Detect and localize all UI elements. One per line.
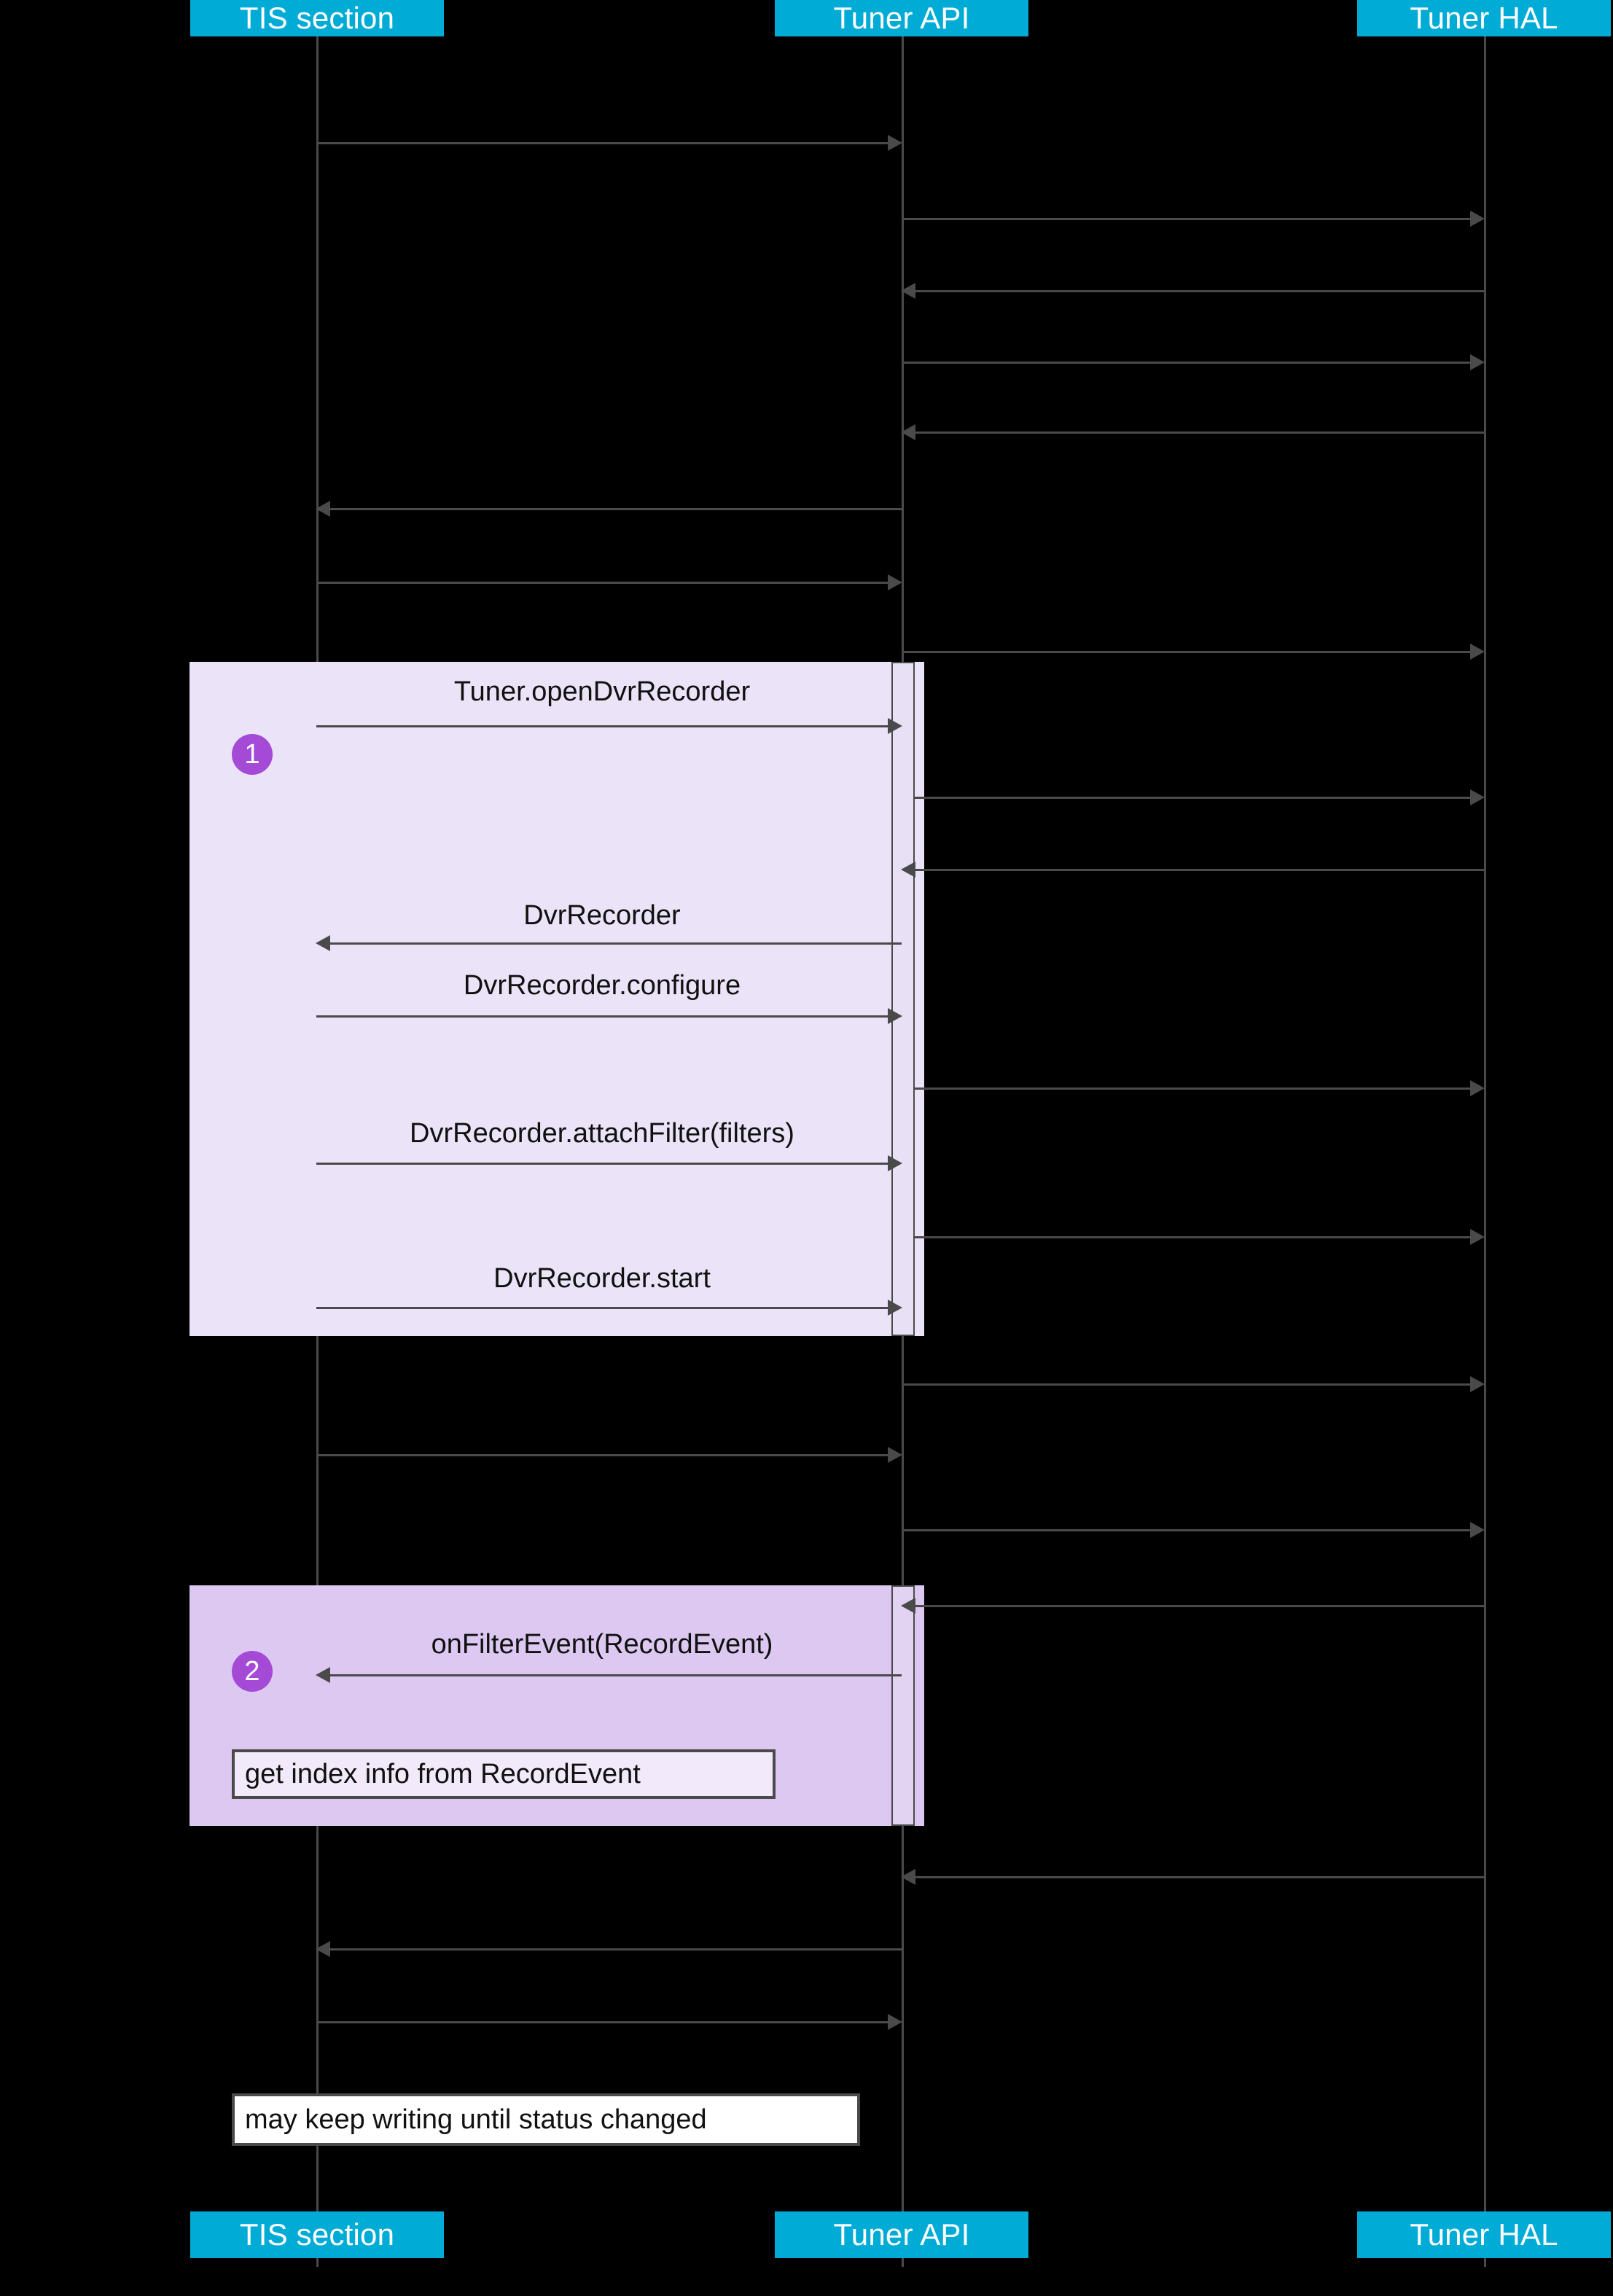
message-line-m10 <box>915 797 1470 799</box>
message-arrowhead-m15 <box>888 1155 902 1171</box>
message-line-m11 <box>915 869 1484 871</box>
message-arrowhead-m17 <box>888 1300 902 1316</box>
group-badge-2: 2 <box>232 1651 273 1692</box>
participant-footer-tis-section[interactable]: TIS section <box>190 2211 444 2258</box>
message-arrowhead-m25 <box>888 2014 902 2030</box>
message-label-m17: DvrRecorder.start <box>493 1263 711 1294</box>
message-arrowhead-m16 <box>1470 1229 1485 1245</box>
participant-footer-tuner-hal[interactable]: Tuner HAL <box>1357 2211 1611 2258</box>
message-line-m16 <box>915 1236 1470 1238</box>
message-arrowhead-m21 <box>901 1598 915 1614</box>
message-line-m19 <box>316 1454 888 1456</box>
message-line-m01 <box>316 142 888 144</box>
message-line-m24 <box>330 1948 902 1951</box>
message-line-m13 <box>316 1015 888 1018</box>
group-fragment-1 <box>190 662 924 1336</box>
message-arrowhead-m20 <box>1470 1522 1485 1538</box>
message-line-m21 <box>915 1605 1484 1607</box>
participant-header-tuner-api[interactable]: Tuner API <box>775 0 1028 36</box>
message-arrowhead-m05 <box>901 424 915 440</box>
message-arrowhead-m14 <box>1470 1080 1485 1096</box>
message-label-m15: DvrRecorder.attachFilter(filters) <box>410 1118 794 1149</box>
participant-footer-tuner-api[interactable]: Tuner API <box>775 2211 1028 2258</box>
message-arrowhead-m07 <box>888 574 902 590</box>
message-arrowhead-m08 <box>1470 644 1485 660</box>
message-arrowhead-m09 <box>888 718 902 734</box>
message-line-m17 <box>316 1307 888 1309</box>
message-line-m25 <box>316 2021 888 2023</box>
group-badge-1: 1 <box>232 734 273 775</box>
message-arrowhead-m18 <box>1470 1376 1485 1392</box>
message-arrowhead-m10 <box>1470 789 1485 805</box>
message-arrowhead-m11 <box>901 862 915 878</box>
message-line-m14 <box>915 1088 1470 1090</box>
message-label-m12: DvrRecorder <box>523 900 681 931</box>
message-label-m09: Tuner.openDvrRecorder <box>453 676 751 707</box>
activation-bar-tuner-api-group-2 <box>891 1585 915 1826</box>
message-line-m08 <box>902 651 1470 653</box>
message-line-m02 <box>902 218 1470 220</box>
message-line-m23 <box>915 1876 1484 1878</box>
message-line-m04 <box>902 362 1470 364</box>
activation-bar-tuner-api-group-1 <box>891 662 915 1336</box>
message-line-m09 <box>316 725 888 727</box>
message-line-m03 <box>915 290 1484 292</box>
message-line-m15 <box>316 1163 888 1165</box>
message-label-m13: DvrRecorder.configure <box>463 970 741 1001</box>
message-line-m20 <box>902 1529 1470 1531</box>
message-arrowhead-m19 <box>888 1447 902 1463</box>
message-line-m06 <box>330 508 902 510</box>
message-line-m07 <box>316 582 888 584</box>
message-arrowhead-m01 <box>888 135 902 151</box>
message-line-m12 <box>330 942 902 945</box>
message-label-m22: onFilterEvent(RecordEvent) <box>431 1629 773 1660</box>
message-line-m05 <box>915 432 1484 434</box>
note-get-index-info: get index info from RecordEvent <box>232 1749 776 1799</box>
message-arrowhead-m24 <box>316 1941 330 1957</box>
lifeline-tuner-hal <box>1484 36 1486 2267</box>
message-arrowhead-m23 <box>901 1869 915 1885</box>
message-arrowhead-m03 <box>901 283 915 299</box>
message-arrowhead-m04 <box>1470 354 1485 370</box>
participant-header-tis-section[interactable]: TIS section <box>190 0 444 36</box>
message-line-m22 <box>330 1674 902 1676</box>
participant-header-tuner-hal[interactable]: Tuner HAL <box>1357 0 1611 36</box>
message-arrowhead-m06 <box>316 501 330 517</box>
message-arrowhead-m22 <box>316 1667 330 1683</box>
message-arrowhead-m02 <box>1470 211 1485 227</box>
message-arrowhead-m13 <box>888 1008 902 1024</box>
message-arrowhead-m12 <box>316 935 330 951</box>
message-line-m18 <box>902 1383 1470 1386</box>
note-may-keep-writing: may keep writing until status changed <box>232 2093 860 2146</box>
